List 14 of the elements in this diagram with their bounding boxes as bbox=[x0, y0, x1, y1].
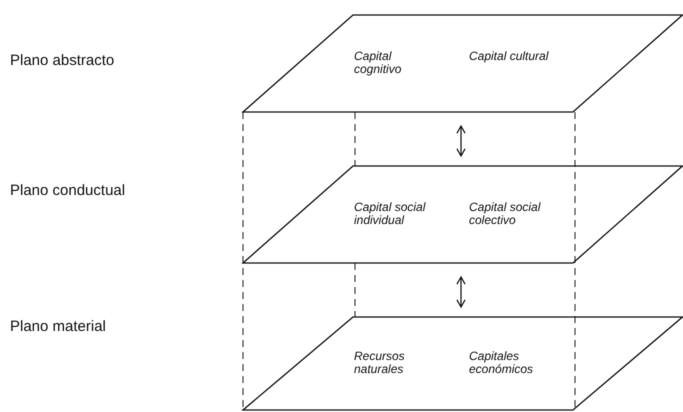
plane-parallelogram bbox=[243, 166, 683, 263]
plane-name: Plano abstracto bbox=[10, 52, 114, 69]
plane-label: Capital social individual bbox=[354, 200, 427, 226]
plane-label: Capital cognitivo bbox=[354, 50, 402, 76]
plane-label: Recursos naturales bbox=[354, 350, 406, 376]
plane-parallelogram bbox=[243, 15, 683, 112]
plane-label: Capital cultural bbox=[469, 50, 550, 62]
double-arrow bbox=[456, 125, 466, 157]
double-arrow bbox=[456, 276, 466, 308]
plane-label: Capitales económicos bbox=[469, 350, 534, 376]
plane-name: Plano material bbox=[10, 318, 106, 335]
plane-name: Plano conductual bbox=[10, 182, 126, 199]
plane-parallelogram bbox=[243, 317, 683, 410]
plane-label: Capital social colectivo bbox=[469, 200, 542, 226]
